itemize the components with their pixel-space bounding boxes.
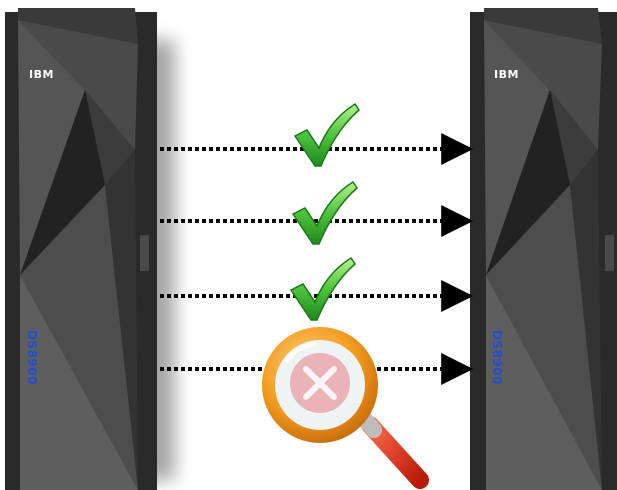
checkmark-icon	[289, 256, 356, 321]
right-server	[470, 8, 617, 490]
magnifier-error-icon	[262, 327, 429, 489]
checkmark-icon	[291, 180, 358, 245]
left-server	[5, 8, 175, 490]
left-server-model: DS8900	[25, 330, 39, 386]
left-server-brand: IBM	[29, 68, 54, 81]
right-server-model: DS8900	[490, 330, 504, 386]
right-server-brand: IBM	[494, 68, 519, 81]
checkmark-icon	[293, 102, 360, 167]
